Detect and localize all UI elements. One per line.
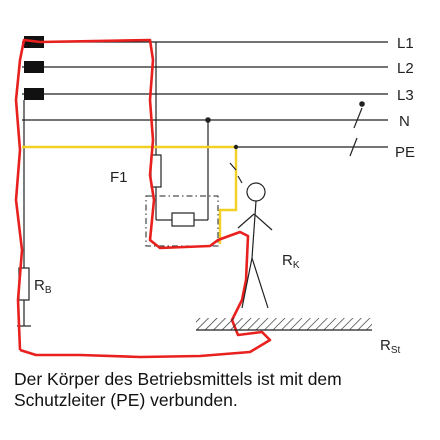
label-l3: L3	[397, 87, 414, 104]
label-body-resistance: RK	[282, 252, 300, 271]
neutral-load-wire	[155, 117, 211, 221]
fault-path	[14, 38, 272, 359]
person-head	[246, 182, 266, 202]
person-figure	[229, 162, 273, 309]
winding-block-l3	[24, 88, 44, 100]
label-n: N	[399, 113, 410, 130]
conductor-marks	[349, 101, 365, 157]
label-pe: PE	[395, 144, 415, 161]
label-l1: L1	[397, 35, 414, 52]
pe-junction	[233, 144, 239, 150]
earth-ground	[196, 318, 372, 331]
transformer-windings	[24, 36, 44, 100]
circuit-diagram: L1 L2 L3 N PE RB F1	[14, 35, 415, 359]
label-l2: L2	[397, 60, 414, 77]
label-fuse: F1	[110, 169, 128, 186]
protective-conductor	[22, 145, 238, 244]
winding-block-l2	[24, 61, 44, 73]
caption-line-2: Schutzleiter (PE) verbunden.	[14, 390, 238, 410]
supply-lines	[22, 41, 388, 148]
caption-line-1: Der Körper des Betriebsmittels ist mit d…	[14, 369, 342, 389]
label-standing-resistance: RSt	[380, 337, 401, 356]
load-resistor	[171, 212, 195, 227]
label-grounding-resistance: RB	[34, 277, 52, 296]
caption: Der Körper des Betriebsmittels ist mit d…	[14, 369, 434, 411]
